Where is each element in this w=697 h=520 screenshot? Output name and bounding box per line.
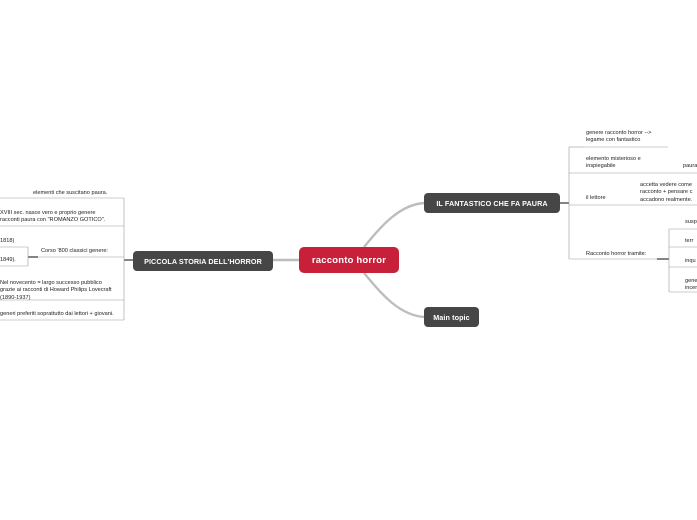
topic-main-topic-label: Main topic (433, 312, 470, 322)
central-topic[interactable]: racconto horror (299, 247, 399, 273)
subtopic-susp-line1: susp (685, 219, 697, 225)
subtopic-ottocento-1849-line1: 1849). (0, 257, 16, 263)
subtopic-gene[interactable]: gene incer (685, 278, 697, 293)
subtopic-generi-line1: generi preferiti soprattutto dai lettori… (0, 311, 114, 317)
subtopic-lettore[interactable]: il lettore (586, 195, 606, 202)
subtopic-generi[interactable]: generi preferiti soprattutto dai lettori… (0, 311, 114, 318)
subtopic-accetta-line1: accetta vedere come (640, 182, 692, 188)
subtopic-novecento[interactable]: Nel novecento = largo successo pubblico … (0, 280, 112, 302)
subtopic-ottocento[interactable]: Corso '800 classici genere: (41, 248, 108, 255)
subtopic-susp[interactable]: susp (685, 219, 697, 226)
subtopic-paura-line1: paura (683, 163, 697, 169)
subtopic-ottocento-line1: Corso '800 classici genere: (41, 248, 108, 254)
connector-central-fantastico (363, 201, 425, 248)
subtopic-novecento-line1: Nel novecento = largo successo pubblico (0, 280, 102, 286)
fantastico-branch-lines (560, 146, 697, 293)
subtopic-gotico-line1: XVIII sec. nasce vero e proprio genere (0, 210, 96, 216)
topic-storia-label: PICCOLA STORIA DELL'HORROR (144, 256, 262, 266)
subtopic-misterioso-line2: inspiegabile (586, 163, 616, 170)
subtopic-novecento-line2: grazie ai racconti di Howard Philips Lov… (0, 287, 112, 294)
subtopic-novecento-line3: (1890-1937) (0, 294, 31, 301)
storia-branch-lines (0, 197, 133, 321)
subtopic-ottocento-1849[interactable]: 1849). (0, 257, 16, 264)
subtopic-misterioso[interactable]: elemento misterioso e inspiegabile (586, 156, 641, 171)
subtopic-gotico-line2: racconti paura con "ROMANZO GOTICO". (0, 217, 106, 224)
subtopic-gene-line2: incer (685, 285, 697, 292)
topic-storia[interactable]: PICCOLA STORIA DELL'HORROR (133, 251, 273, 271)
subtopic-gotico[interactable]: XVIII sec. nasce vero e proprio genere r… (0, 210, 105, 225)
topic-fantastico-label: IL FANTASTICO CHE FA PAURA (436, 198, 548, 208)
subtopic-tramite-line1: Racconto horror tramite: (586, 251, 647, 257)
subtopic-accetta[interactable]: accetta vedere come racconto + pensare c… (640, 182, 692, 204)
central-connectors (273, 201, 425, 319)
subtopic-paura[interactable]: paura (683, 163, 697, 170)
subtopic-terr-line1: terr (685, 238, 694, 244)
subtopic-elementi[interactable]: elementi che suscitano paura. (33, 190, 107, 197)
subtopic-accetta-line2: racconto + pensare c (640, 189, 693, 196)
subtopic-elementi-line1: elementi che suscitano paura. (33, 190, 108, 196)
subtopic-accetta-line3: accadono realmente. (640, 196, 693, 203)
subtopic-lettore-line1: il lettore (586, 195, 606, 201)
subtopic-misterioso-line1: elemento misterioso e (586, 156, 641, 162)
subtopic-legame-line2: legame con fantastico (586, 137, 641, 144)
topic-fantastico[interactable]: IL FANTASTICO CHE FA PAURA (424, 193, 560, 213)
subtopic-legame[interactable]: genere racconto horror --> legame con fa… (586, 130, 651, 145)
subtopic-gene-line1: gene (685, 278, 697, 284)
connector-central-maintopic (363, 272, 425, 319)
subtopic-inqu-line1: inqu (685, 258, 696, 264)
subtopic-ottocento-1818[interactable]: 1818) (0, 238, 14, 245)
subtopic-inqu[interactable]: inqu (685, 258, 696, 265)
topic-main-topic[interactable]: Main topic (424, 307, 479, 327)
subtopic-ottocento-1818-line1: 1818) (0, 238, 15, 244)
subtopic-tramite[interactable]: Racconto horror tramite: (586, 251, 646, 258)
subtopic-legame-line1: genere racconto horror --> (586, 130, 652, 136)
central-topic-label: racconto horror (311, 254, 387, 266)
subtopic-terr[interactable]: terr (685, 238, 693, 245)
